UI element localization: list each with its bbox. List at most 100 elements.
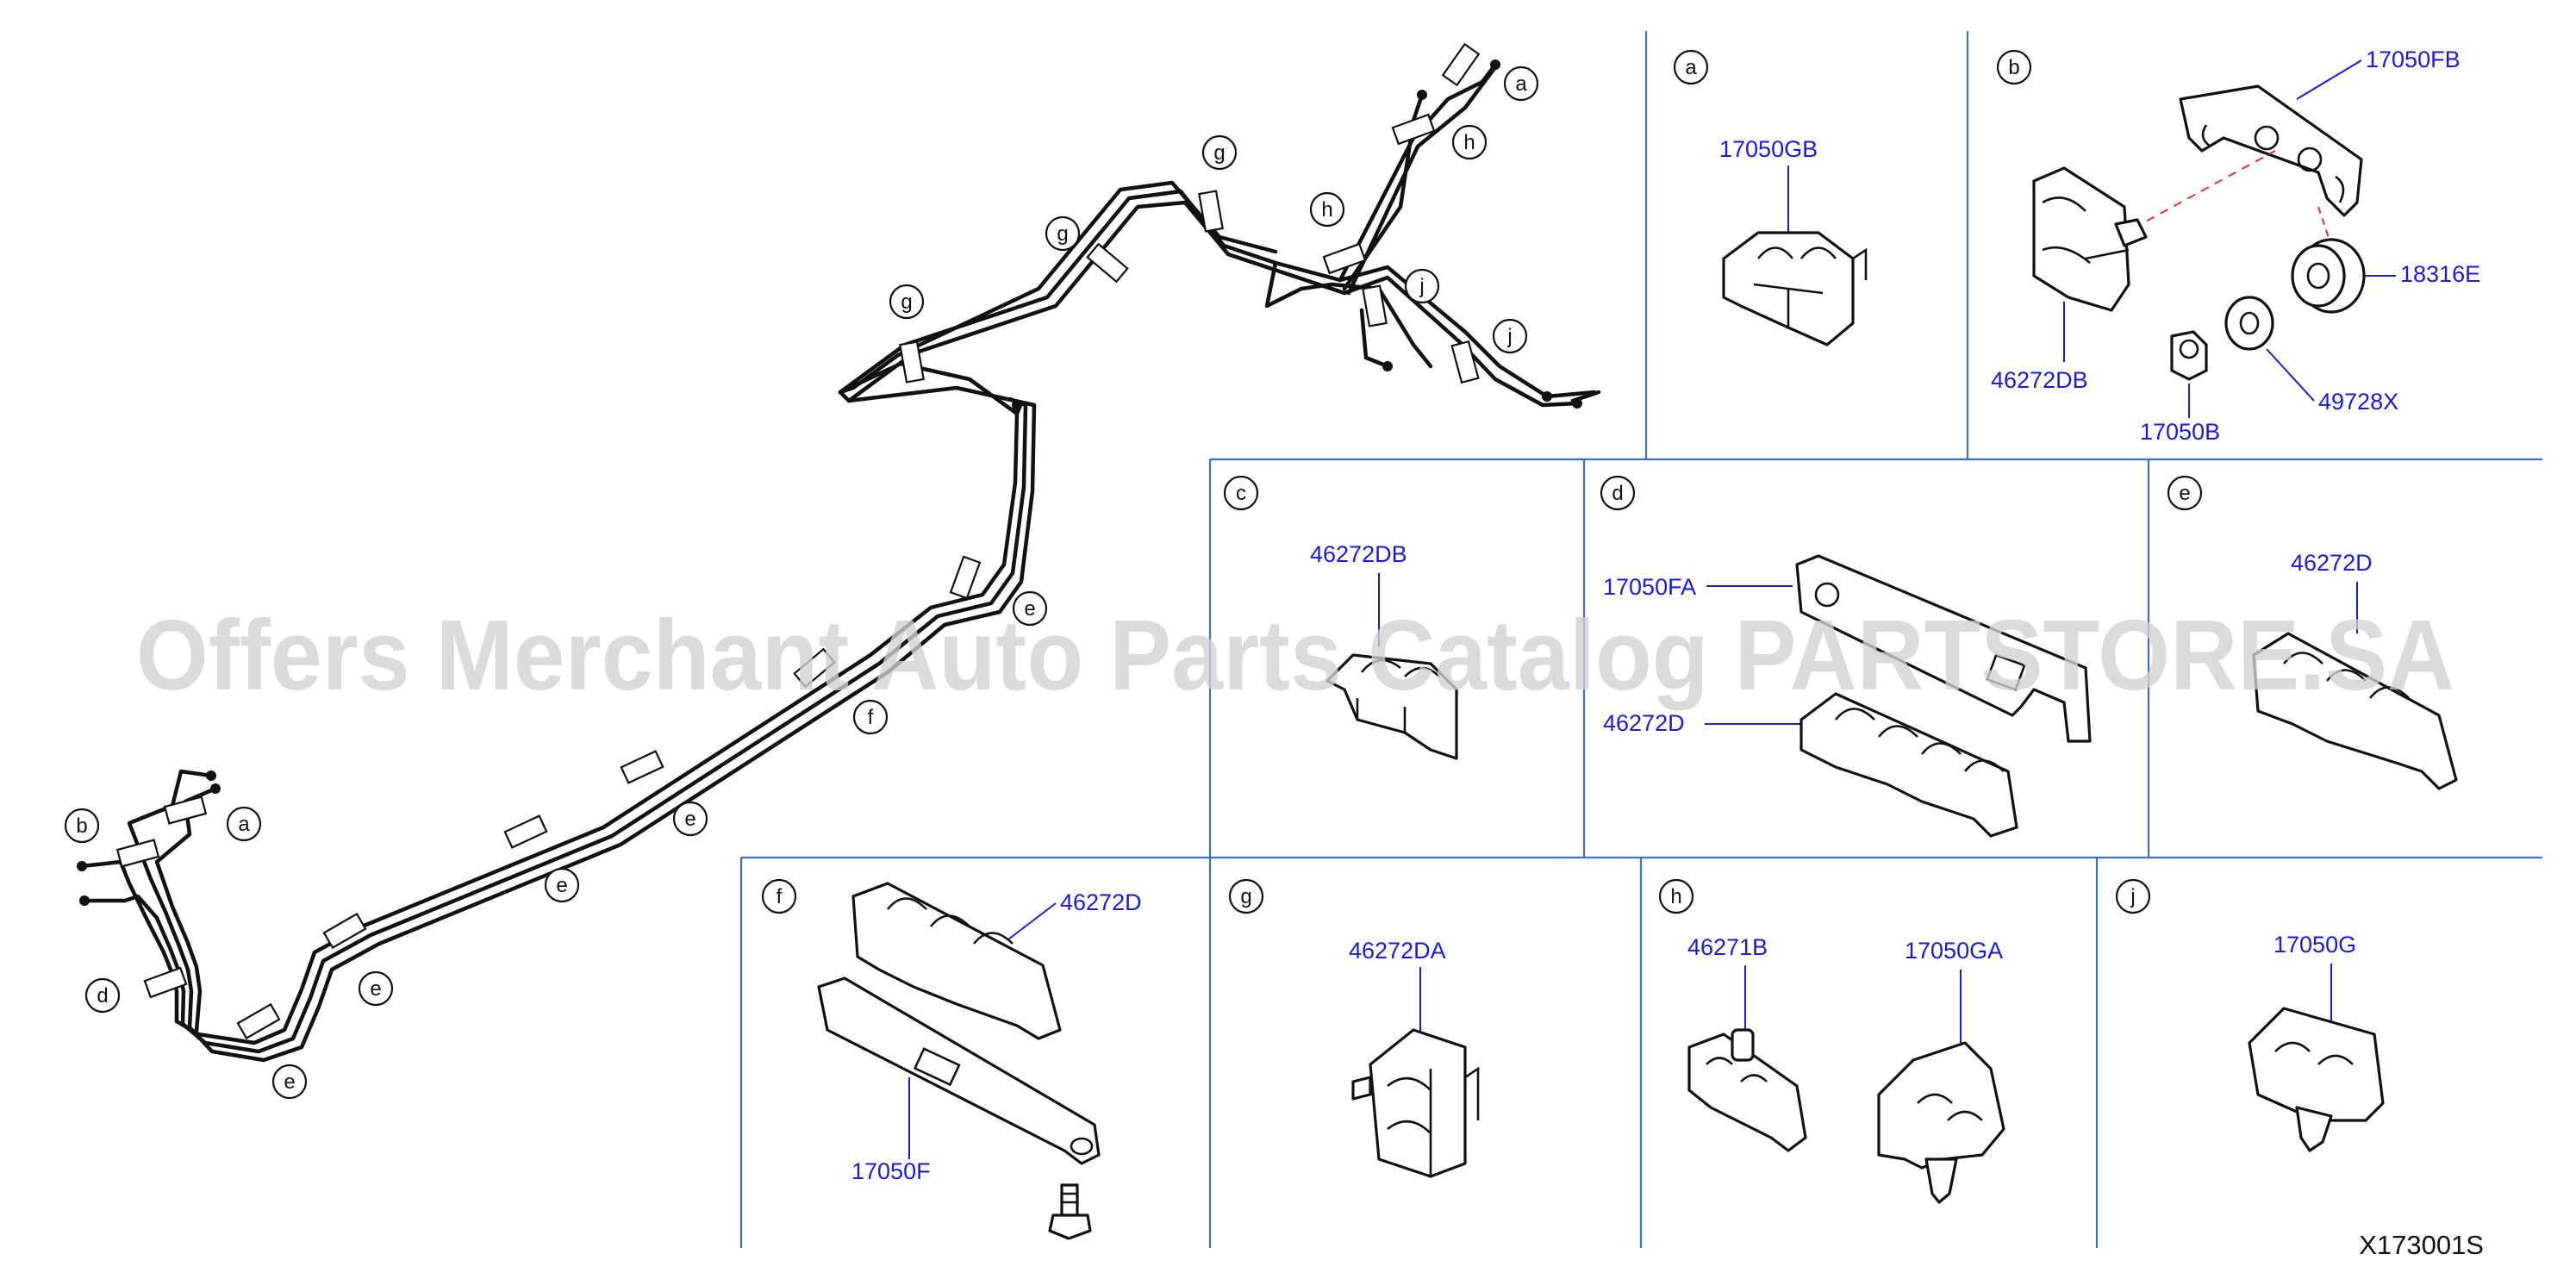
svg-text:g: g (901, 290, 912, 314)
part-number-46271B: 46271B (1687, 934, 1768, 960)
svg-text:h: h (1463, 131, 1475, 154)
clip-46272D-f-drawing (851, 882, 1062, 1040)
grommet-18316E-drawing (2291, 238, 2366, 314)
panel-letter-d: d (1600, 475, 1636, 511)
clip-17050GB-drawing (1722, 231, 1868, 346)
panel-j: j 17050G (2115, 878, 2385, 1152)
svg-text:d: d (1612, 482, 1623, 505)
panel-a: a 17050GB (1673, 49, 1868, 346)
watermark-text: Offers Merchant Auto Parts Catalog PARTS… (136, 599, 2454, 711)
callout-g-mid: g (1045, 215, 1081, 252)
panel-letter-f: f (761, 878, 797, 914)
callout-a-left: a (226, 806, 262, 842)
svg-text:b: b (76, 814, 87, 838)
alignment-dashes (2132, 150, 2276, 229)
main-callouts: a h g h g j g j e f e e e e b a d (64, 66, 1539, 1100)
clip-17050GA-drawing (1877, 1041, 2005, 1204)
svg-text:c: c (1236, 482, 1246, 505)
clip-46272D-d-drawing (1799, 692, 2018, 838)
clip-46272DB-c-drawing (1325, 653, 1458, 760)
clip-46272DB-b-drawing (2032, 166, 2148, 312)
svg-text:a: a (1685, 56, 1697, 79)
panel-dividers (739, 31, 2542, 1248)
panel-h: h 46271B 17050GA (1658, 878, 2005, 1204)
callout-j-right: j (1492, 318, 1528, 354)
svg-text:h: h (1670, 885, 1681, 908)
clip-46272DA-drawing (1351, 1028, 1480, 1178)
clip-46272D-e-drawing (2252, 632, 2458, 790)
svg-text:e: e (556, 874, 567, 897)
callout-a-top: a (1503, 66, 1539, 102)
panel-letter-j: j (2115, 878, 2151, 914)
callout-d-left: d (84, 977, 121, 1014)
callout-e-4: e (358, 970, 394, 1007)
callout-h-top: h (1451, 124, 1488, 160)
callout-g-top: g (1201, 134, 1238, 171)
diagram-code: X173001S (2359, 1230, 2484, 1260)
panel-letter-c: c (1223, 475, 1259, 511)
svg-text:b: b (2008, 56, 2019, 79)
part-number-46272D-e: 46272D (2291, 550, 2373, 576)
panel-letter-g: g (1228, 878, 1264, 914)
svg-text:j: j (1419, 275, 1424, 298)
svg-text:j: j (2130, 885, 2135, 908)
svg-text:e: e (684, 808, 695, 831)
part-number-46272DB-b: 46272DB (1991, 367, 2088, 393)
svg-text:g: g (1213, 141, 1225, 165)
part-number-46272D-d: 46272D (1603, 710, 1685, 736)
washer-49728X-drawing (2224, 296, 2274, 351)
bracket-17050F-drawing (817, 976, 1101, 1165)
panel-letter-h: h (1658, 878, 1694, 914)
svg-text:a: a (238, 813, 250, 836)
svg-text:g: g (1057, 222, 1068, 246)
part-number-17050GA: 17050GA (1905, 938, 2003, 964)
panel-c: c 46272DB (1223, 475, 1458, 760)
part-number-17050G: 17050G (2273, 932, 2356, 958)
part-number-17050F: 17050F (851, 1158, 931, 1184)
part-number-46272D-f: 46272D (1060, 889, 1142, 915)
nut-17050B-drawing (2170, 330, 2208, 381)
part-number-46272DB-c: 46272DB (1310, 541, 1407, 567)
bracket-17050FA-drawing (1795, 554, 2092, 743)
clip-46271B-drawing (1687, 1028, 1807, 1152)
panel-e: e 46272D (2167, 475, 2458, 790)
panel-letter-a: a (1673, 49, 1709, 85)
panel-letter-b: b (1996, 49, 2032, 85)
callout-g-left: g (889, 284, 925, 320)
svg-text:j: j (1506, 325, 1512, 348)
svg-text:h: h (1321, 198, 1332, 221)
bracket-17050FB-drawing (2179, 84, 2363, 217)
brake-fuel-pipe-assembly (77, 42, 1601, 1063)
panel-d: d 17050FA 46272D (1600, 475, 2092, 838)
panel-f: f 46272D 17050F (761, 878, 1142, 1240)
part-number-46272DA: 46272DA (1349, 938, 1446, 964)
part-number-18316E: 18316E (2400, 261, 2480, 287)
svg-text:f: f (777, 885, 783, 908)
part-number-17050B: 17050B (2140, 419, 2220, 445)
svg-text:f: f (868, 706, 874, 729)
callout-e-2: e (672, 801, 708, 837)
bolt-drawing (1048, 1183, 1092, 1240)
callout-f: f (852, 699, 889, 735)
svg-text:e: e (2179, 482, 2190, 505)
panel-g: g 46272DA (1228, 878, 1480, 1178)
callout-e-5: e (271, 1064, 308, 1100)
svg-text:e: e (284, 1070, 295, 1094)
svg-text:g: g (1240, 885, 1251, 908)
svg-text:e: e (1024, 597, 1035, 621)
clip-17050G-drawing (2248, 1007, 2385, 1152)
panel-b: b 17050FB 18316E 46272DB 49728X (1991, 47, 2480, 445)
callout-j-top: j (1404, 268, 1440, 304)
svg-text:e: e (370, 977, 381, 1001)
part-number-17050GB: 17050GB (1719, 136, 1818, 162)
callout-b-left: b (64, 808, 100, 844)
callout-h-mid: h (1309, 191, 1345, 228)
panel-letter-e: e (2167, 475, 2203, 511)
callout-e-1: e (1012, 590, 1048, 627)
callout-e-3: e (544, 867, 580, 903)
part-number-49728X: 49728X (2318, 389, 2398, 415)
svg-text:a: a (1515, 72, 1527, 96)
part-number-17050FB: 17050FB (2366, 47, 2461, 72)
part-number-17050FA: 17050FA (1603, 574, 1696, 600)
